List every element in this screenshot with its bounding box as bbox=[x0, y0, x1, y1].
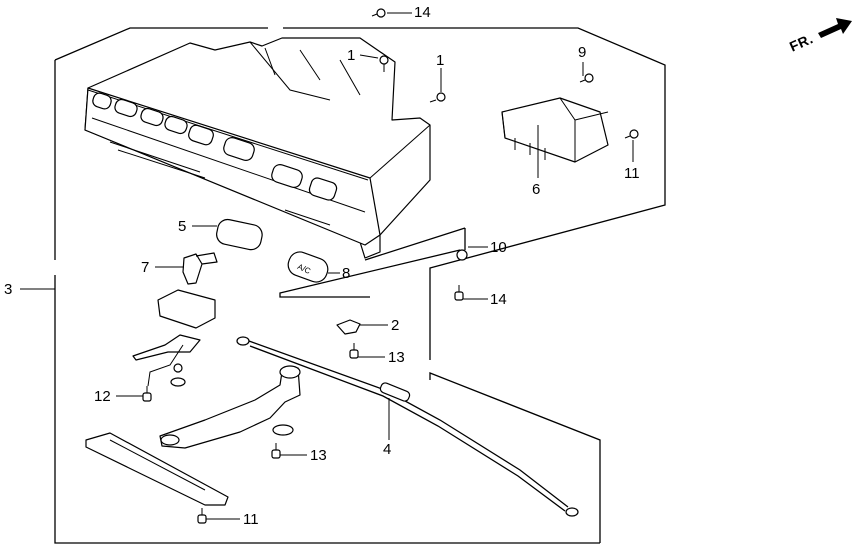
callout-12: 12 bbox=[94, 388, 111, 405]
callout-7: 7 bbox=[141, 259, 150, 276]
callout-11-bottom: 11 bbox=[243, 511, 259, 528]
ac-button-8 bbox=[287, 251, 329, 283]
lever-knob-7 bbox=[182, 252, 218, 285]
callout-4: 4 bbox=[383, 441, 392, 458]
callout-13-lower: 13 bbox=[310, 447, 327, 464]
fasteners bbox=[142, 8, 639, 524]
callout-11-right: 11 bbox=[624, 165, 640, 182]
callout-8: 8 bbox=[342, 265, 351, 282]
callout-6: 6 bbox=[532, 181, 541, 198]
callout-14-top: 14 bbox=[414, 4, 431, 21]
lever-plate bbox=[132, 334, 201, 361]
control-cable bbox=[236, 336, 579, 517]
callout-13-upper: 13 bbox=[388, 349, 405, 366]
callout-3: 3 bbox=[4, 281, 13, 298]
cable-clamp-2 bbox=[336, 319, 361, 335]
control-panel-body bbox=[84, 37, 431, 259]
leader-lines bbox=[20, 12, 634, 520]
lever-arm bbox=[159, 367, 301, 449]
callout-10: 10 bbox=[490, 239, 507, 256]
front-direction-arrow-icon bbox=[818, 18, 852, 38]
callout-2: 2 bbox=[391, 317, 400, 334]
switch-module bbox=[501, 97, 609, 163]
callout-1-left: 1 bbox=[347, 47, 356, 64]
callout-9: 9 bbox=[578, 44, 587, 61]
callout-14-bottom: 14 bbox=[490, 291, 507, 308]
slider-holder bbox=[157, 289, 216, 329]
slide-rail bbox=[85, 432, 229, 506]
assembly-boundary bbox=[54, 27, 666, 544]
knob-5 bbox=[216, 218, 263, 251]
callout-1-right: 1 bbox=[436, 52, 445, 69]
callout-5: 5 bbox=[178, 218, 187, 235]
